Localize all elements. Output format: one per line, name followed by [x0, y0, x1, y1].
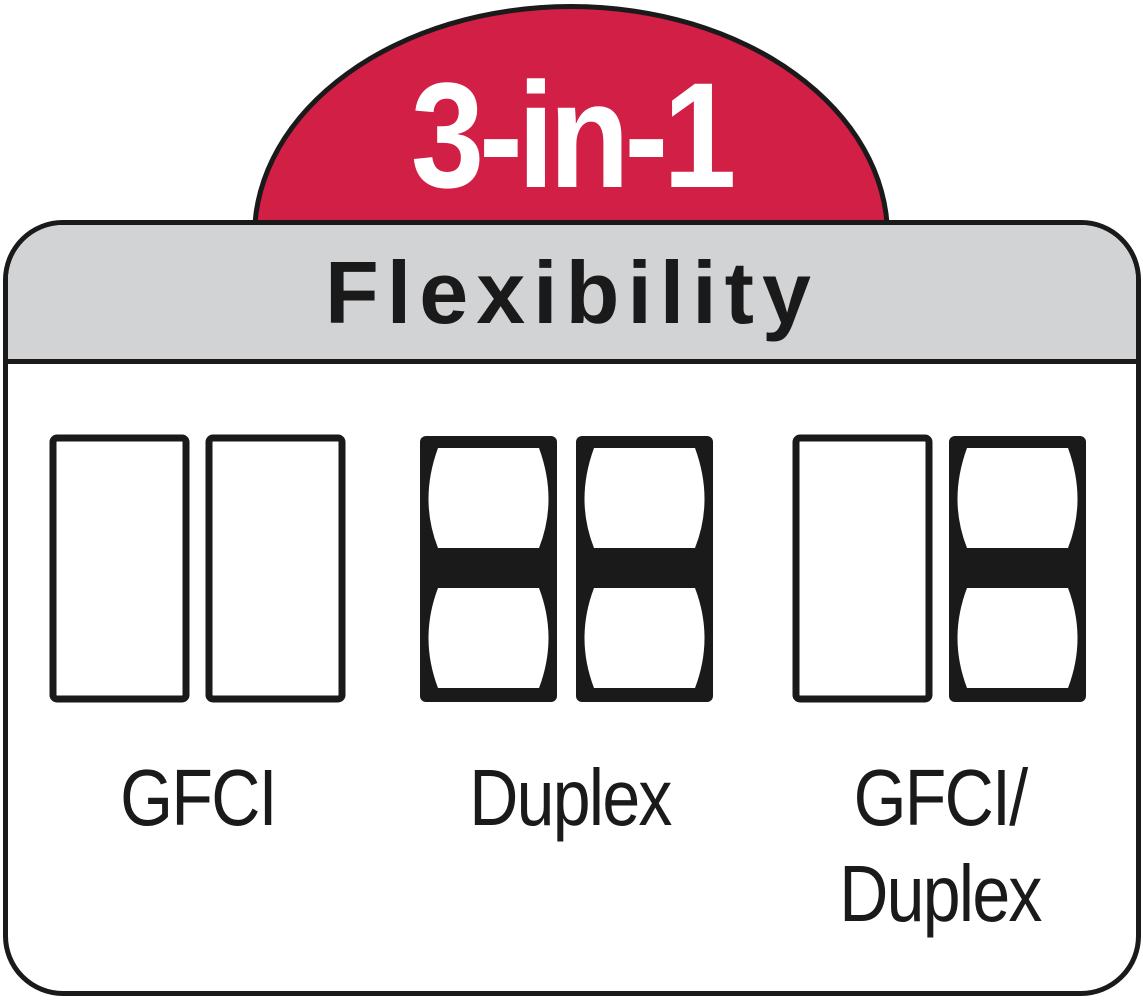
- option-label-gfci: GFCI: [120, 753, 277, 842]
- badge-title: 3-in-1: [410, 51, 737, 219]
- option-label-duplex: Duplex: [469, 753, 672, 842]
- card-header: Flexibility: [8, 225, 1136, 364]
- option-label-gfci-duplex-line1: GFCI/: [853, 753, 1029, 842]
- flexibility-card: Flexibility: [3, 220, 1141, 996]
- gfci-duplex-outlets-icon: [792, 434, 1086, 703]
- duplex-outlets-icon: [420, 436, 713, 702]
- header-label: Flexibility: [325, 243, 819, 342]
- option-label-gfci-duplex-line2: Duplex: [839, 849, 1042, 938]
- gfci-outlets-icon: [49, 434, 346, 703]
